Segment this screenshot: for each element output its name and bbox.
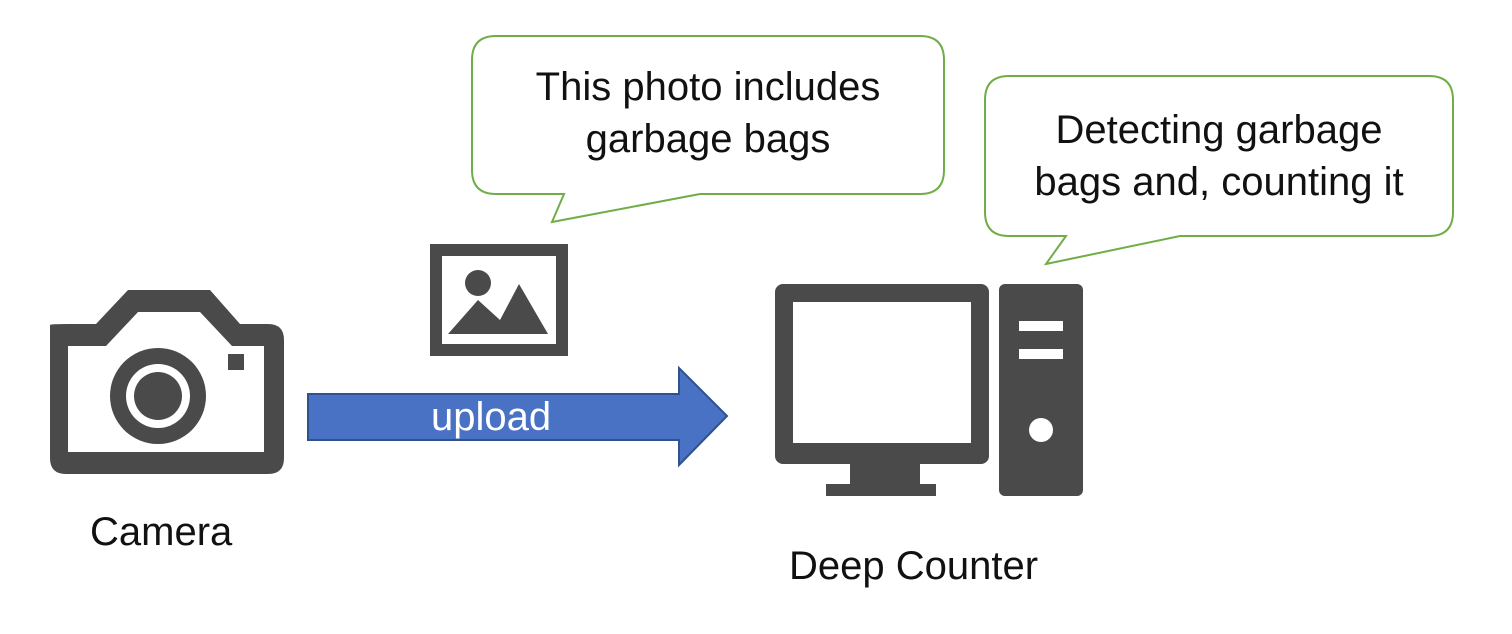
server-note-text: Detecting garbage bags and, counting it bbox=[985, 104, 1453, 208]
photo-note-text: This photo includes garbage bags bbox=[472, 61, 944, 165]
camera-label: Camera bbox=[90, 510, 233, 554]
image-icon bbox=[430, 244, 568, 356]
camera-icon bbox=[50, 290, 284, 474]
photo-note-line-2: garbage bags bbox=[585, 117, 831, 161]
deep-counter-label: Deep Counter bbox=[789, 544, 1039, 588]
photo-note-line-1: This photo includes bbox=[535, 65, 881, 109]
desktop-computer-icon bbox=[775, 284, 1083, 496]
upload-arrow bbox=[307, 365, 729, 468]
server-note-line-1: Detecting garbage bbox=[1055, 108, 1383, 152]
server-note-line-2: bags and, counting it bbox=[1034, 160, 1404, 204]
server-note-bubble bbox=[984, 75, 1454, 266]
photo-note-bubble bbox=[471, 35, 945, 224]
upload-edge-label: upload bbox=[431, 395, 552, 439]
